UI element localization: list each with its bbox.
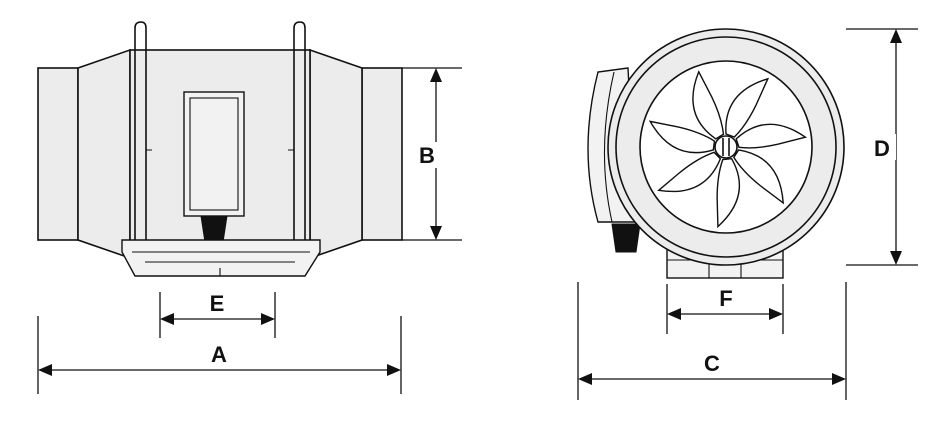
dimension-d-arrow-bottom — [890, 251, 902, 265]
dimension-d-label: D — [874, 136, 890, 161]
dimension-b-arrow-bottom — [430, 226, 442, 240]
dimension-c-lines — [577, 282, 847, 400]
impeller-blade — [648, 120, 716, 154]
dimension-e: E — [159, 291, 276, 338]
housing-inner-ring — [615, 36, 837, 258]
impeller-hub — [714, 135, 738, 159]
left-duct-collar — [37, 67, 79, 241]
impeller — [648, 70, 808, 229]
right-cone — [309, 48, 363, 260]
impeller-blade — [692, 70, 725, 140]
dimension-d: D — [846, 28, 918, 266]
left-clamp-band — [134, 48, 147, 250]
side-view — [37, 21, 403, 277]
dimension-f: F — [666, 284, 784, 334]
right-hook — [293, 21, 306, 48]
mounting-bracket — [121, 239, 321, 277]
dimension-a-arrow-left — [38, 364, 52, 376]
impeller-blade — [716, 157, 741, 229]
terminal-box — [183, 91, 245, 217]
impeller-blade — [725, 77, 770, 138]
side-cable-gland — [611, 223, 641, 253]
right-duct-collar — [361, 67, 403, 241]
left-hook — [134, 21, 147, 48]
dimension-c: C — [577, 282, 847, 400]
dimension-e-arrow-left — [160, 313, 174, 325]
impeller-blade — [735, 123, 808, 149]
dimension-a: A — [37, 316, 402, 394]
dimension-a-lines — [37, 316, 402, 394]
left-cone — [77, 48, 131, 260]
dimension-c-label: C — [704, 351, 720, 376]
front-view — [587, 28, 845, 279]
dimension-e-lines — [159, 292, 276, 338]
terminal-box-inner — [189, 97, 239, 211]
dimension-b-label: B — [419, 143, 435, 168]
impeller-blade — [733, 149, 784, 205]
dimension-c-arrow-left — [578, 373, 592, 385]
dimension-d-label-bg — [870, 134, 896, 160]
bracket-detail — [132, 251, 310, 276]
dimension-d-arrow-top — [890, 29, 902, 43]
dimension-a-label: A — [211, 342, 227, 367]
hub-shaft — [722, 138, 730, 156]
dimension-f-arrow-left — [667, 308, 681, 320]
junction-box-edge — [603, 71, 615, 223]
dimension-b: B — [402, 67, 462, 241]
dimension-e-label: E — [210, 291, 225, 316]
right-clamp-band — [293, 48, 306, 250]
dimension-e-arrow-right — [261, 313, 275, 325]
dimension-b-arrow-top — [430, 68, 442, 82]
dimension-a-arrow-right — [387, 364, 401, 376]
cable-gland — [200, 215, 228, 243]
dimension-f-arrow-right — [769, 308, 783, 320]
dimension-c-arrow-right — [832, 373, 846, 385]
impeller-blade — [657, 151, 722, 193]
dimension-f-lines — [666, 284, 784, 334]
dimension-f-label: F — [719, 286, 732, 311]
dimension-b-label-bg — [416, 142, 440, 168]
